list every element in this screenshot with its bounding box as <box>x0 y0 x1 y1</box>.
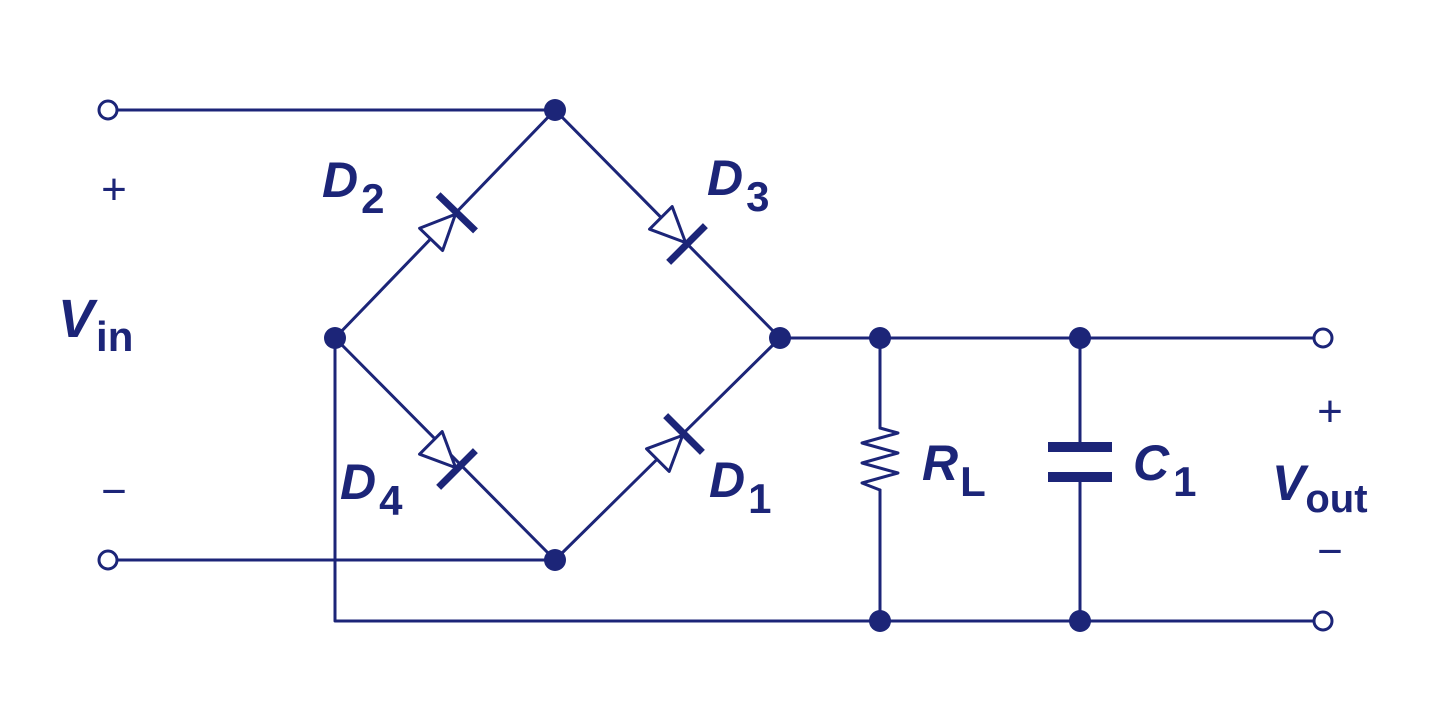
diode-d3-label: D3 <box>707 150 769 220</box>
node-bridge-right <box>769 327 791 349</box>
node-bridge-top <box>544 99 566 121</box>
capacitor-c1-symbol <box>1048 442 1112 482</box>
diode-d2-subscript: 2 <box>361 175 384 222</box>
diode-d2-symbol <box>418 192 478 253</box>
resistor-rl-subscript: L <box>960 458 986 505</box>
input-plus-sign: + <box>101 165 127 214</box>
diode-d1-subscript: 1 <box>748 475 771 522</box>
output-voltage-letter: V <box>1272 455 1309 511</box>
output-voltage-subscript: out <box>1305 477 1367 521</box>
diode-d1-label: D1 <box>709 452 771 522</box>
capacitor-c1-label: C1 <box>1133 435 1196 505</box>
node-cap-top <box>1069 327 1091 349</box>
diode-d3-symbol <box>648 205 708 265</box>
input-voltage-letter: V <box>58 289 98 349</box>
junction-nodes <box>324 99 1091 632</box>
terminals <box>97 99 1334 632</box>
input-voltage-subscript: in <box>96 313 133 360</box>
diode-d3-subscript: 3 <box>746 173 769 220</box>
diode-d4-subscript: 4 <box>379 477 403 524</box>
output-minus-sign: − <box>1317 527 1343 576</box>
diode-d4-symbol <box>418 430 478 490</box>
diode-d2-letter: D <box>322 152 358 208</box>
diode-d4-letter: D <box>340 454 376 510</box>
node-load-bottom <box>869 610 891 632</box>
node-bridge-left <box>324 327 346 349</box>
diode-d2-label: D2 <box>322 152 384 222</box>
input-voltage-label: Vin <box>58 289 133 360</box>
terminal-input-positive <box>97 99 119 121</box>
output-voltage-label: Vout <box>1272 455 1368 521</box>
diode-d3-letter: D <box>707 150 743 206</box>
node-bridge-bottom <box>544 549 566 571</box>
wire-output-negative <box>333 336 1315 623</box>
terminal-output-positive <box>1312 327 1334 349</box>
resistor-rl-letter: R <box>922 435 958 491</box>
terminal-input-negative <box>97 549 119 571</box>
diode-d4-label: D4 <box>340 454 403 524</box>
capacitor-c1-subscript: 1 <box>1173 458 1196 505</box>
output-plus-sign: + <box>1317 387 1343 436</box>
diode-d1-symbol <box>645 413 705 473</box>
resistor-rl-symbol <box>860 426 900 492</box>
resistor-rl-label: RL <box>922 435 986 505</box>
node-load-top <box>869 327 891 349</box>
diode-d1-letter: D <box>709 452 745 508</box>
capacitor-c1-letter: C <box>1133 435 1170 491</box>
input-minus-sign: − <box>101 467 127 516</box>
terminal-output-negative <box>1312 610 1334 632</box>
node-cap-bottom <box>1069 610 1091 632</box>
